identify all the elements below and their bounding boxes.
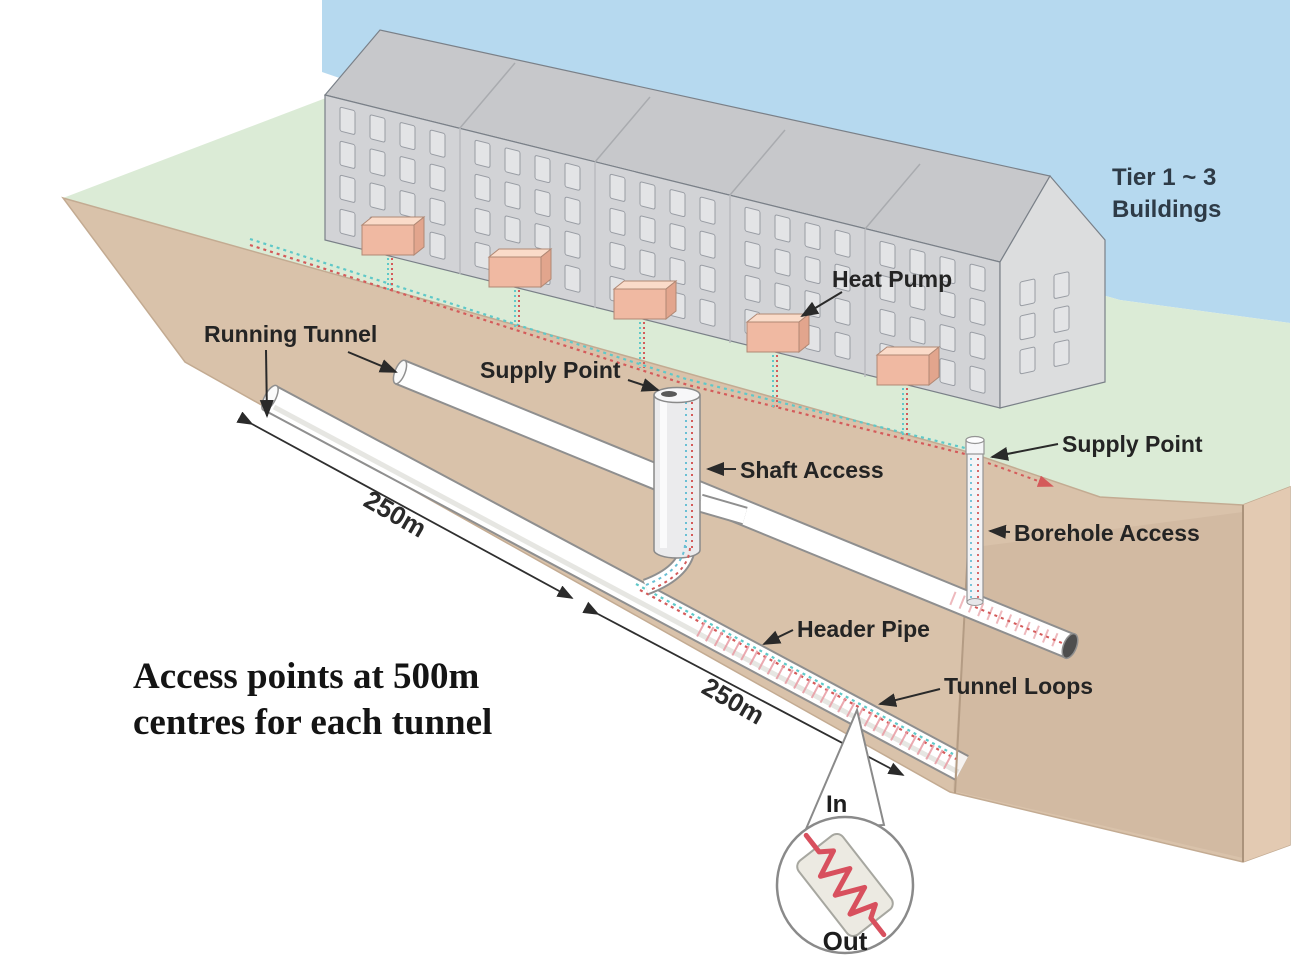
heat-pump-unit [612, 279, 678, 321]
heat-pump-unit [875, 345, 941, 387]
label-tunnel-loops: Tunnel Loops [944, 673, 1093, 699]
grass-flow-arrow [987, 462, 1054, 487]
label-tier-buildings-line2: Buildings [1112, 196, 1221, 223]
label-supply-point-right: Supply Point [1062, 431, 1203, 457]
heat-pump-unit [360, 215, 426, 257]
heat-pump-unit [487, 247, 553, 289]
access-shaft [642, 386, 701, 595]
label-heat-pump: Heat Pump [832, 266, 952, 292]
building-row [323, 29, 1106, 409]
ground-step-shade [953, 512, 1243, 858]
heat-pumps [360, 215, 941, 387]
tunnel-dark-end-cap [1061, 632, 1079, 660]
shaft-tunnel-stub [697, 493, 748, 526]
dimension-line-1 [236, 411, 574, 599]
loop-coil [796, 832, 894, 938]
ground-right-face [1243, 487, 1290, 862]
loop-out-label: Out [823, 926, 868, 956]
loop-detail-callout: In Out [775, 706, 915, 956]
label-header-pipe: Header Pipe [797, 616, 930, 642]
loop-in-label: In [826, 791, 847, 818]
label-shaft-access: Shaft Access [740, 457, 884, 483]
heat-pump-unit [745, 312, 811, 354]
caption-line1: Access points at 500m [133, 656, 480, 697]
facade-section-lines [459, 128, 866, 377]
label-tier-buildings-line1: Tier 1 ~ 3 [1112, 164, 1216, 191]
label-borehole-access: Borehole Access [1014, 520, 1200, 546]
label-running-tunnel: Running Tunnel [204, 321, 377, 347]
label-supply-point-left: Supply Point [480, 357, 621, 383]
surface-supply-pipes [249, 237, 966, 456]
leader-lines [259, 291, 1059, 707]
borehole-pipe [965, 435, 985, 606]
roof-section-lines [459, 62, 921, 230]
window-grids [339, 106, 1070, 395]
caption-line2: centres for each tunnel [133, 702, 492, 743]
